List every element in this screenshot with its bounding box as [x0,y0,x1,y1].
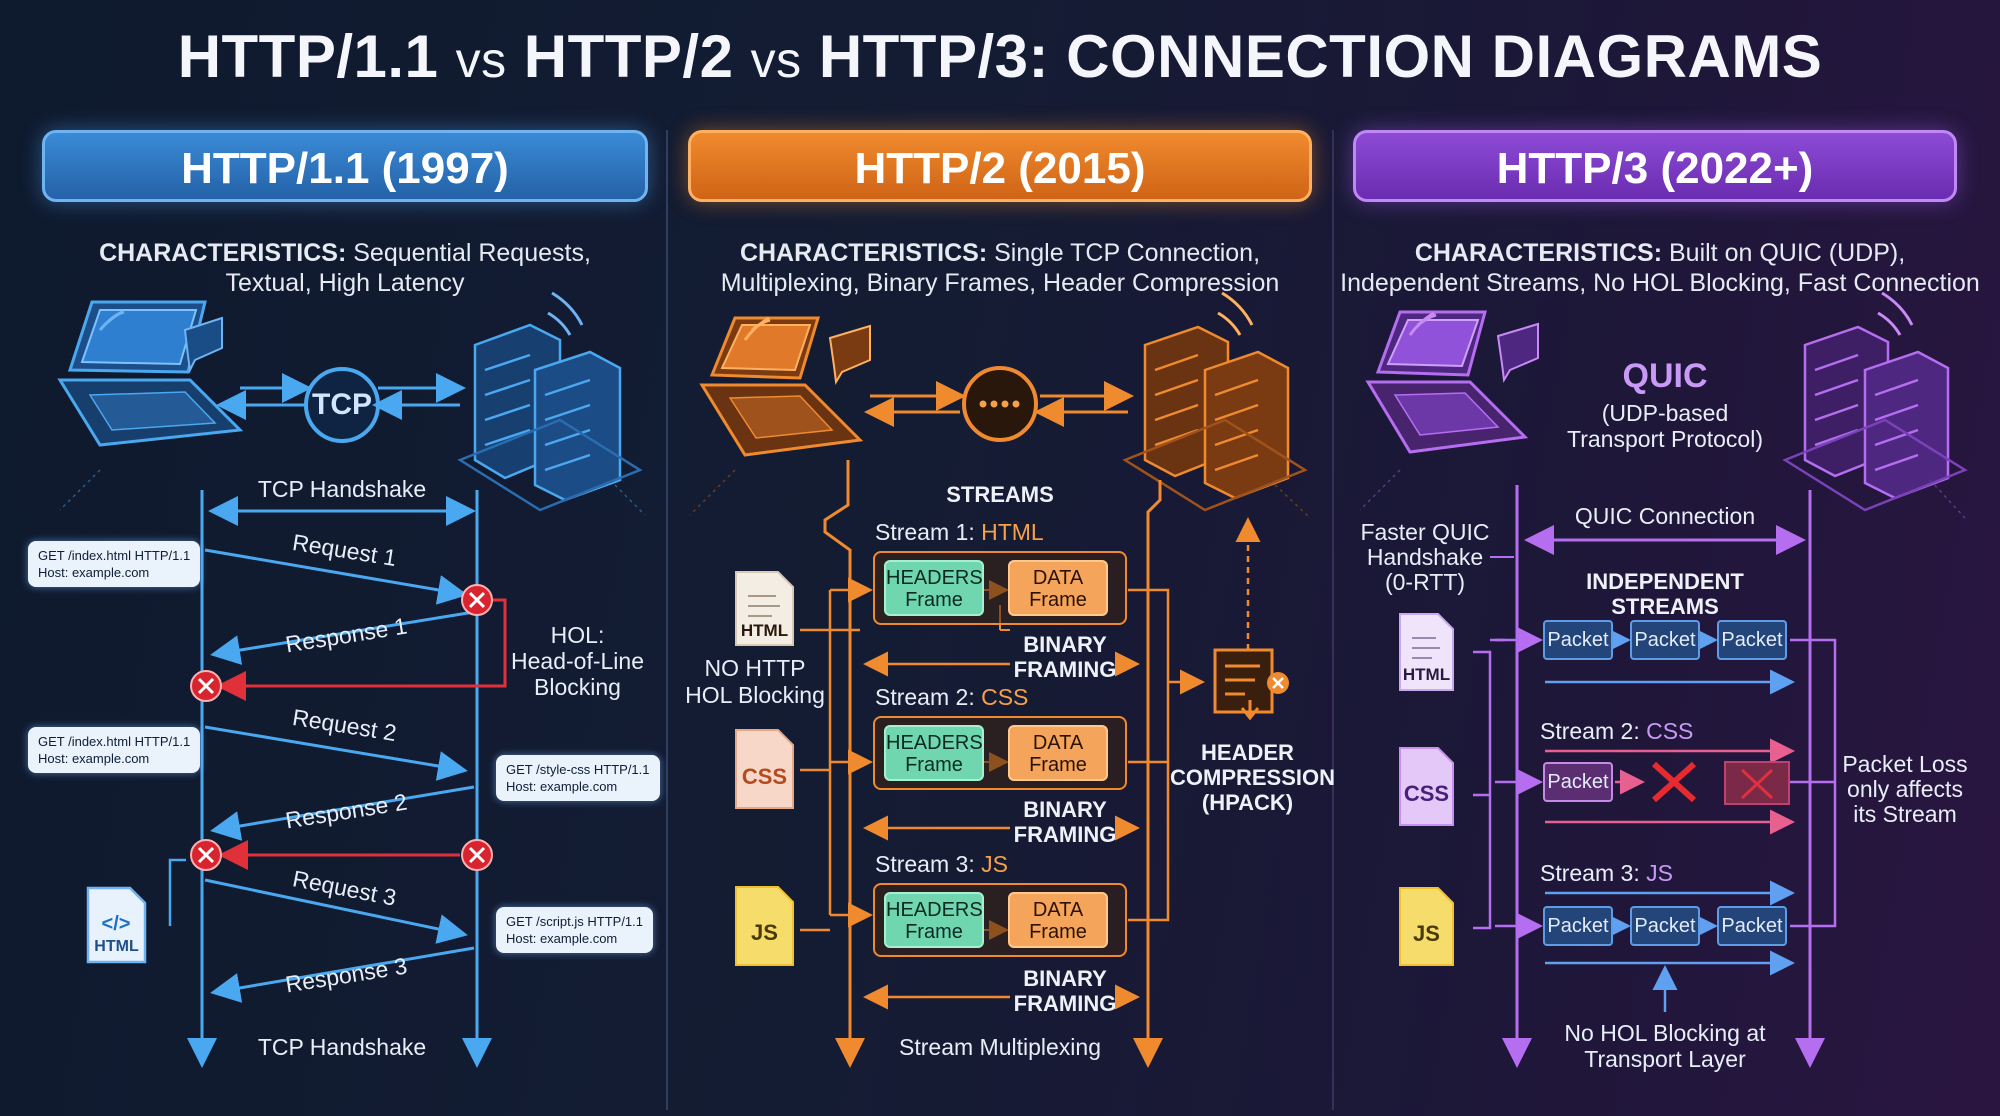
headers-frame-1: HEADERS Frame [884,560,984,616]
error-icon [190,670,222,702]
js-file-icon [1399,887,1454,966]
data-frame-3: DATA Frame [1008,892,1108,948]
stream-2-label: Stream 2: CSS [875,684,1029,710]
laptop-icon [57,300,244,447]
js-file-icon [735,886,794,966]
packet: Packet [1630,906,1700,946]
server-timeline [1133,480,1163,1068]
quic-connection-label: QUIC Connection [1574,503,1756,529]
html-file-label: HTML [740,621,789,640]
packet: Packet [1543,620,1613,660]
stream-1-label: Stream 1: HTML [875,519,1044,545]
compression-icon [1213,648,1289,721]
chat-icon [183,316,223,374]
data-frame-1: DATA Frame [1008,560,1108,616]
css-file-icon [1399,747,1454,826]
stream-3-label: Stream 3: JS [875,851,1008,877]
html-file-icon [1399,613,1454,691]
code-icon [828,324,871,385]
error-icon [461,584,493,616]
http1-header: HTTP/1.1 (1997) [42,130,648,202]
html-file-label: HTML [1402,665,1451,684]
handshake-top-label: TCP Handshake [257,476,427,502]
wifi-icon [1877,291,1914,336]
error-icon [190,839,222,871]
http3-characteristics: CHARACTERISTICS: Built on QUIC (UDP),Ind… [1340,239,1980,297]
http1-characteristics: CHARACTERISTICS: Sequential Requests,Tex… [99,239,591,297]
packet: Packet [1717,906,1787,946]
error-icon [461,839,493,871]
wifi-icon [1408,311,1437,336]
packet-css: Packet [1543,762,1613,802]
headers-frame-3: HEADERS Frame [884,892,984,948]
wifi-icon [98,310,125,331]
loss-icon [1651,761,1697,803]
laptop-icon [1365,310,1529,454]
css-file-label: CSS [741,764,788,789]
laptop-icon [699,316,864,457]
stream-multiplexing-label: Stream Multiplexing [899,1034,1101,1060]
h3-stream-2-label: Stream 2: CSS [1540,718,1694,744]
h3-stream-3-label: Stream 3: JS [1540,860,1673,886]
js-file-label: JS [751,920,778,945]
html-file-icon: </> [86,886,147,964]
wifi-icon [743,316,771,341]
handshake-bottom-label: TCP Handshake [257,1034,427,1060]
packet: Packet [1717,620,1787,660]
independent-streams-heading: INDEPENDENT STREAMS [1586,569,1744,619]
page-title: HTTP/1.1 vs HTTP/2 vs HTTP/3: CONNECTION… [177,23,1823,90]
quic-title: QUIC [1622,357,1708,395]
packet: Packet [1543,906,1613,946]
html-file-icon [735,571,794,646]
server-icon [457,323,643,512]
wifi-icon [1217,291,1254,336]
data-frame-2: DATA Frame [1008,725,1108,781]
css-file-label: CSS [1403,781,1450,806]
tcp-label: TCP [312,388,372,421]
server-icon [1122,325,1308,512]
html-file-label: HTML [94,938,139,955]
connection-circle [962,366,1038,442]
client-timeline [823,460,865,1068]
css-file-icon [735,729,794,809]
http2-header: HTTP/2 (2015) [688,130,1312,202]
js-file-label: JS [1413,921,1440,946]
code-icon [1496,322,1539,383]
http2-characteristics: CHARACTERISTICS: Single TCP Connection,M… [720,239,1280,297]
packet: Packet [1630,620,1700,660]
http3-header: HTTP/3 (2022+) [1353,130,1957,202]
server-icon [1782,325,1968,512]
svg-text:</>: </> [102,913,131,935]
headers-frame-2: HEADERS Frame [884,725,984,781]
streams-heading: STREAMS [946,482,1054,507]
wifi-icon [547,291,584,336]
